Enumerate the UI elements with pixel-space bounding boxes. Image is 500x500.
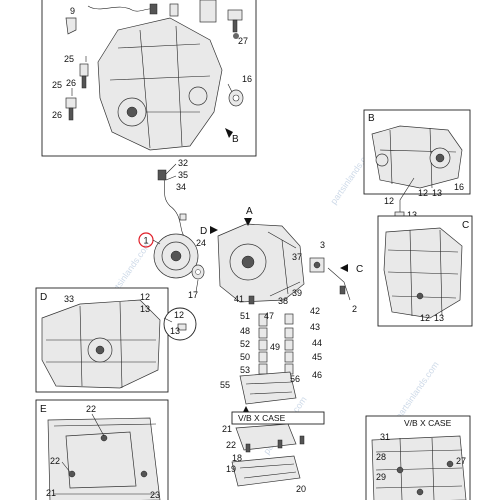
watermark-5: partsinlands.com xyxy=(393,360,440,421)
panel-e-23: 23 xyxy=(150,490,160,500)
main-assembly: 32 35 34 24 17 1 D A 3 37 C xyxy=(138,158,363,414)
callout-38: 38 xyxy=(278,296,288,306)
callout-46: 46 xyxy=(312,370,322,380)
callout-25b: 25 xyxy=(52,80,62,90)
panel-e-22a: 22 xyxy=(86,404,96,414)
panel-b-16: 16 xyxy=(454,182,464,192)
panel-b-13: 13 xyxy=(432,188,442,198)
callout-55: 55 xyxy=(220,380,230,390)
panel-b-letter: B xyxy=(368,113,375,124)
callout-39: 39 xyxy=(292,288,302,298)
callout-20: 20 xyxy=(296,484,306,494)
top-inset-panel: 9 27 26 25 25 26 16 B xyxy=(41,0,257,157)
callout-24: 24 xyxy=(196,238,206,248)
panel-e-22b: 22 xyxy=(50,456,60,466)
callout-42: 42 xyxy=(310,306,320,316)
panel-d-letter: D xyxy=(40,292,47,303)
vb-29: 29 xyxy=(376,472,386,482)
panel-d-33: 33 xyxy=(64,294,74,304)
inset-panel-c: C 12 13 xyxy=(377,215,473,327)
callout-27: 27 xyxy=(238,36,248,46)
callout-50: 50 xyxy=(240,352,250,362)
callout-47: 47 xyxy=(264,311,274,321)
panel-c-13: 13 xyxy=(434,313,444,323)
callout-2: 2 xyxy=(352,304,357,314)
callout-51: 51 xyxy=(240,311,250,321)
vb-panel-title: V/B X CASE xyxy=(404,418,452,428)
callout-22: 22 xyxy=(226,440,236,450)
callout-16: 16 xyxy=(242,74,252,84)
callout-17: 17 xyxy=(188,290,198,300)
callout-56: 56 xyxy=(290,374,300,384)
panel-b-12: 12 xyxy=(418,188,428,198)
callout-32: 32 xyxy=(178,158,188,168)
valve-parts xyxy=(258,313,294,375)
view-ref-A: A xyxy=(246,206,253,217)
callout-37: 37 xyxy=(292,252,302,262)
callout-21: 21 xyxy=(222,424,232,434)
panel-d-13: 13 xyxy=(140,304,150,314)
callout-45: 45 xyxy=(312,352,322,362)
callout-19: 19 xyxy=(226,464,236,474)
callout-18: 18 xyxy=(232,453,242,463)
panel-ref-B: B xyxy=(232,134,239,145)
vb-27: 27 xyxy=(456,456,466,466)
callout-53: 53 xyxy=(240,365,250,375)
panel-c-12: 12 xyxy=(420,313,430,323)
callout-25a: 25 xyxy=(64,54,74,64)
callout-41: 41 xyxy=(234,294,244,304)
callout-49: 49 xyxy=(270,342,280,352)
panel-b-13-out: 13 xyxy=(407,210,417,220)
case-label: V/B X CASE xyxy=(238,413,286,423)
callout-9: 9 xyxy=(70,6,75,16)
inset-panel-e: E 22 22 21 23 xyxy=(35,399,169,500)
callout-3: 3 xyxy=(320,240,325,250)
callout-35: 35 xyxy=(178,170,188,180)
view-ref-D: D xyxy=(200,226,207,237)
inset-panel-vb-case: V/B X CASE 31 28 27 29 xyxy=(365,415,471,500)
panel-e-21: 21 xyxy=(46,488,56,498)
callout-43: 43 xyxy=(310,322,320,332)
panel-c-letter: C xyxy=(462,220,469,231)
panel-d-13-out: 13 xyxy=(170,326,180,336)
panel-d-12-out: 12 xyxy=(174,310,184,320)
vb-28: 28 xyxy=(376,452,386,462)
callout-48: 48 xyxy=(240,326,250,336)
callout-44: 44 xyxy=(312,338,322,348)
vb-31: 31 xyxy=(380,432,390,442)
panel-b-12-out: 12 xyxy=(384,196,394,206)
panel-d-12: 12 xyxy=(140,292,150,302)
case-section: V/B X CASE 21 22 18 19 20 xyxy=(222,411,325,494)
callout-52: 52 xyxy=(240,339,250,349)
callout-34: 34 xyxy=(176,182,186,192)
callout-26b: 26 xyxy=(52,110,62,120)
callout-26a: 26 xyxy=(66,78,76,88)
callout-1: 1 xyxy=(144,236,149,246)
view-ref-C: C xyxy=(356,264,363,275)
panel-e-letter: E xyxy=(40,404,47,415)
inset-panel-b: B 12 13 16 12 13 xyxy=(363,109,471,220)
inset-panel-d: D 33 12 13 12 13 xyxy=(35,287,197,393)
